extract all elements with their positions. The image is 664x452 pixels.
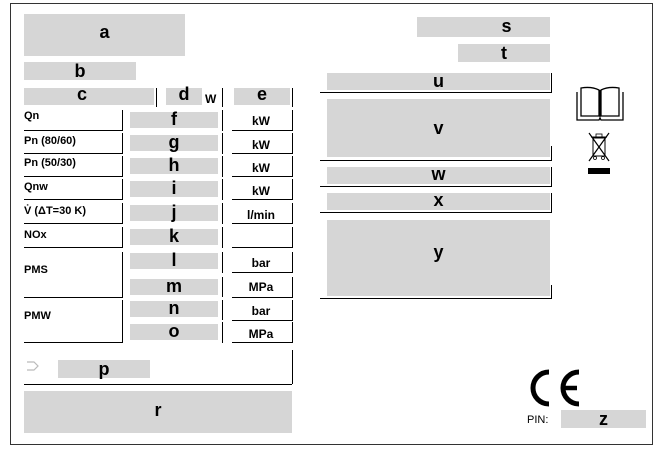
d-unit: W <box>205 92 217 106</box>
field-e <box>234 88 290 105</box>
unit-qnw: kW <box>252 184 270 198</box>
field-d <box>166 88 202 105</box>
unit-pms-bar: bar <box>251 256 271 270</box>
letter-z: z <box>599 409 608 429</box>
label-qnw: Qnw <box>24 181 48 193</box>
label-flow: V̇ (ΔT=30 K) <box>24 205 87 217</box>
label-pmw: PMW <box>24 310 51 322</box>
field-a <box>24 14 185 56</box>
weee-crossed-bin-icon <box>588 132 610 174</box>
unit-pn-50-30: kW <box>252 161 270 175</box>
field-l <box>130 253 218 269</box>
field-f <box>130 112 218 128</box>
letter-x: x <box>433 190 444 210</box>
field-w <box>327 167 550 184</box>
letter-v: v <box>433 118 444 138</box>
label-pn-50-30: Pn (50/30) <box>24 157 76 169</box>
letter-e: e <box>256 84 267 104</box>
field-p <box>58 360 150 378</box>
field-r <box>24 391 292 433</box>
label-pms: PMS <box>24 264 48 276</box>
unit-pn-80-60: kW <box>252 138 270 152</box>
field-x <box>327 193 550 210</box>
pin-label: PIN: <box>527 414 549 426</box>
field-n <box>130 301 218 317</box>
field-h <box>130 158 218 174</box>
field-i <box>130 181 218 197</box>
field-z <box>561 410 646 428</box>
field-y <box>327 220 550 296</box>
letter-k: k <box>168 226 179 246</box>
field-b <box>24 62 136 80</box>
field-t <box>458 44 550 62</box>
label-pn-80-60: Pn (80/60) <box>24 135 76 147</box>
letter-l: l <box>171 250 177 270</box>
label-nox: NOx <box>24 229 47 241</box>
field-u <box>327 73 550 90</box>
letter-m: m <box>165 276 182 296</box>
field-v <box>327 99 550 157</box>
unit-pms-mpa: MPa <box>248 280 274 294</box>
unit-qn: kW <box>252 114 270 128</box>
letter-w: w <box>431 164 446 184</box>
letter-f: f <box>171 109 177 129</box>
manual-book-icon <box>576 86 624 121</box>
letter-h: h <box>168 155 180 175</box>
tap-water-icon <box>27 361 39 371</box>
unit-pmw-bar: bar <box>251 304 271 318</box>
letter-u: u <box>433 71 444 91</box>
letter-s: s <box>501 16 512 36</box>
letter-j: j <box>171 202 177 222</box>
field-k <box>130 229 218 245</box>
unit-flow: l/min <box>246 208 275 222</box>
field-o <box>130 324 218 340</box>
letter-b: b <box>74 61 86 81</box>
letter-d: d <box>178 84 190 104</box>
letter-a: a <box>99 22 110 42</box>
letter-y: y <box>433 242 444 262</box>
label-qn: Qn <box>24 110 40 122</box>
field-j <box>130 205 218 221</box>
letter-p: p <box>98 359 110 379</box>
letter-n: n <box>168 298 180 318</box>
field-g <box>130 135 218 151</box>
field-s <box>417 17 550 37</box>
letter-r: r <box>154 400 162 420</box>
letter-i: i <box>171 178 177 198</box>
letter-t: t <box>501 43 507 63</box>
letter-o: o <box>168 321 180 341</box>
letter-c: c <box>76 84 87 104</box>
field-m <box>130 279 218 295</box>
ce-mark-icon <box>530 369 580 407</box>
field-c <box>24 88 154 105</box>
unit-pmw-mpa: MPa <box>248 327 274 341</box>
letter-g: g <box>168 132 180 152</box>
